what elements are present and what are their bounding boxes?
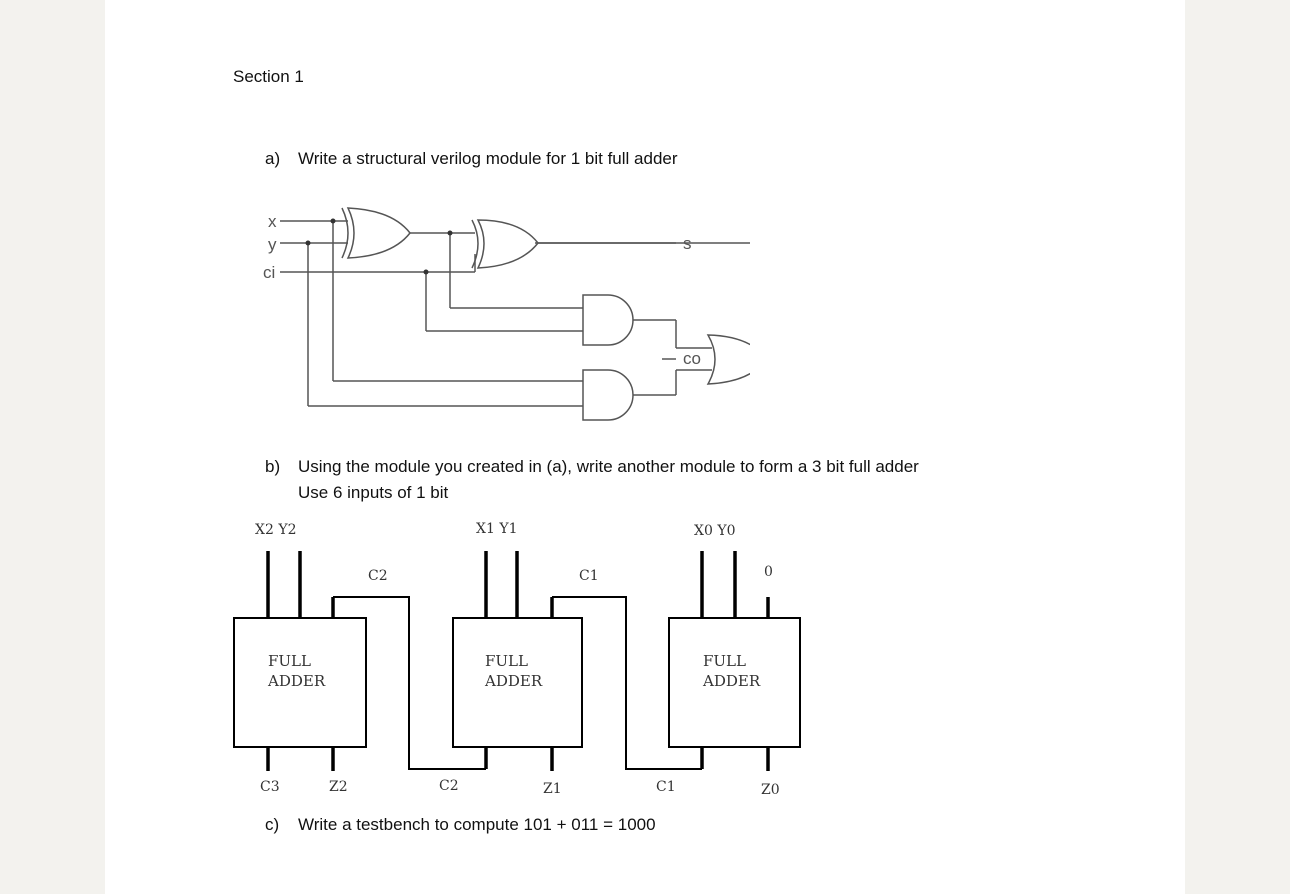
full-adder-gate-diagram: x y ci (263, 207, 750, 421)
block-1-label-line2: ADDER (484, 672, 543, 690)
junction-dot (447, 230, 453, 236)
output-co-label: co (683, 349, 701, 368)
item-b-text: Using the module you created in (a), wri… (298, 457, 919, 476)
item-b-subtext: Use 6 inputs of 1 bit (298, 483, 449, 502)
label-z2: Z2 (329, 779, 348, 795)
item-c-marker: c) (265, 815, 280, 834)
label-c3: C3 (260, 779, 280, 795)
carry-wire-c2 (333, 596, 486, 770)
ripple-adder-diagram: FULL ADDER FULL ADDER FULL ADDER X2 Y2 X… (233, 521, 801, 798)
block-2-label-line1: FULL (268, 652, 311, 670)
junction-dot (305, 240, 311, 246)
xor1-back-curve (341, 207, 349, 259)
and2-gate (582, 369, 634, 421)
label-x1-y1: X1 Y1 (476, 521, 517, 537)
label-carry-zero: 0 (764, 564, 773, 580)
and1-gate (582, 294, 634, 346)
section-title: Section 1 (233, 67, 304, 86)
item-b-marker: b) (265, 457, 281, 476)
label-c1-top: C1 (579, 568, 599, 584)
document-page: Section 1 a) Write a structural verilog … (105, 0, 1185, 894)
input-y-label: y (268, 235, 277, 254)
junction-dot (423, 269, 429, 275)
xor1-gate (346, 207, 411, 259)
block-1-label-line1: FULL (485, 652, 528, 670)
label-x2-y2: X2 Y2 (255, 522, 296, 538)
label-x0-y0: X0 Y0 (694, 523, 735, 539)
item-a-marker: a) (265, 149, 281, 168)
xor2-gate (476, 219, 539, 269)
block-2-label-line2: ADDER (267, 672, 326, 690)
label-z1: Z1 (543, 781, 562, 797)
or-gate (706, 334, 750, 385)
input-x-label: x (268, 212, 277, 231)
item-c-text: Write a testbench to compute 101 + 011 =… (298, 815, 656, 834)
xor2-back-curve (471, 219, 479, 269)
carry-wire-c1 (552, 596, 702, 770)
label-z0: Z0 (761, 782, 780, 798)
block-0-label-line2: ADDER (702, 672, 761, 690)
input-ci-label: ci (263, 263, 275, 282)
output-s-label: s (683, 234, 692, 253)
block-0-label-line1: FULL (703, 652, 746, 670)
label-c1-bottom: C1 (656, 779, 676, 795)
junction-dot (330, 218, 336, 224)
item-a-text: Write a structural verilog module for 1 … (298, 149, 678, 168)
label-c2-top: C2 (368, 568, 388, 584)
label-c2-bottom: C2 (439, 778, 459, 794)
